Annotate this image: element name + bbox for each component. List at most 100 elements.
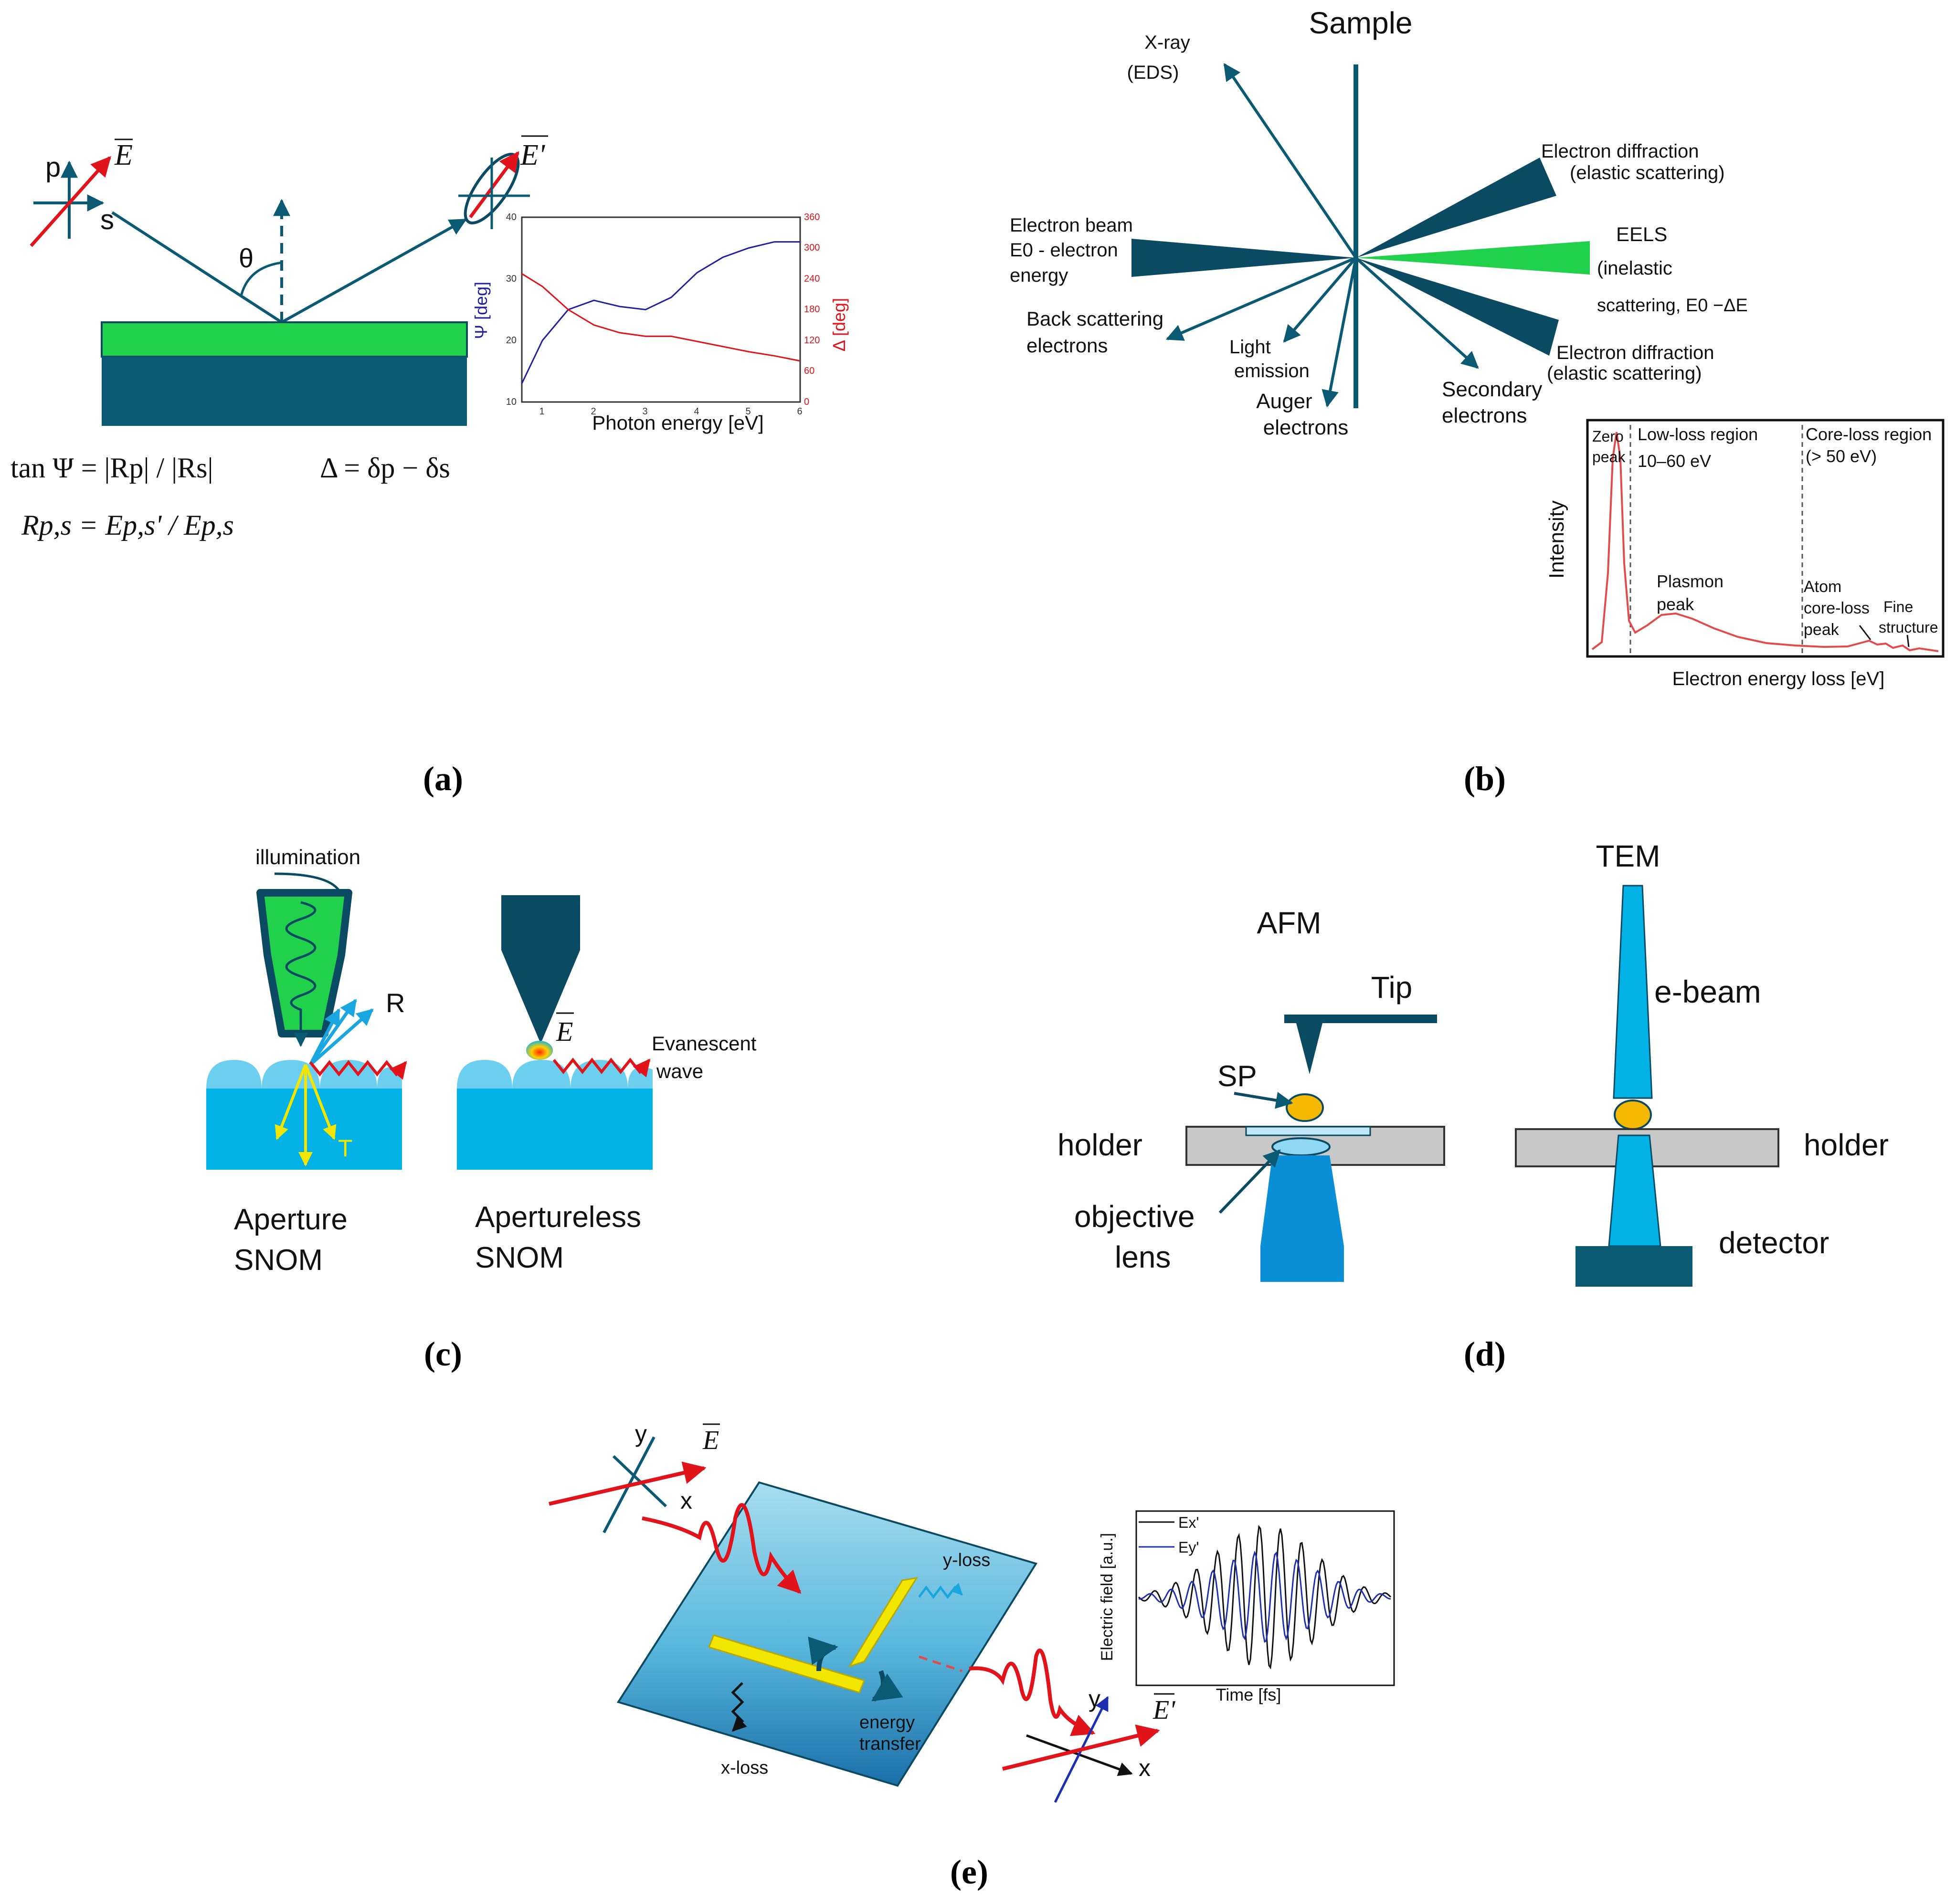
r-label: R	[386, 988, 405, 1018]
outgoing-y-label: y	[1089, 1685, 1100, 1712]
incoming-wave-packet	[642, 1503, 802, 1594]
eels-label-2: (inelastic	[1597, 258, 1672, 279]
afm-tip	[1296, 1023, 1322, 1074]
atom-label-2: core-loss	[1804, 599, 1870, 617]
objective-body	[1260, 1246, 1344, 1282]
x-tick-label: 3	[642, 406, 647, 417]
panel-d: AFM Tip SP holder objective lens TEM e-b…	[1057, 839, 1889, 1287]
y-left-tick-label: 40	[506, 212, 517, 222]
x-tick-label: 1	[539, 406, 544, 417]
ex-wave-line	[1138, 1524, 1392, 1670]
horizontal-nanorod	[708, 1634, 866, 1693]
ellipsometry-chart: 1 2 3 4 5 6 10 20 30 40 0 60 120 180 240…	[471, 212, 849, 434]
tem-particle	[1614, 1100, 1652, 1130]
incoming-field-arrow	[549, 1461, 707, 1506]
diffraction-top-cone	[1356, 158, 1556, 258]
objective-lens	[1260, 1155, 1344, 1246]
y-right-tick-label: 240	[804, 274, 820, 284]
atom-label-1: Atom	[1804, 578, 1841, 596]
backscatter-label-1: Back scattering	[1026, 307, 1163, 330]
coreloss-label-1: Core-loss region	[1806, 424, 1932, 444]
afm-title: AFM	[1257, 906, 1321, 940]
reflected-arrow	[309, 999, 357, 1066]
zero-label-2: peak	[1592, 448, 1626, 465]
y-right-tick-label: 120	[804, 335, 820, 346]
panel-e: y x E energy transfer y-loss x-loss y x …	[549, 1420, 1395, 1803]
outgoing-field-arrow	[1002, 1724, 1160, 1771]
evanescent-label-2: wave	[656, 1060, 703, 1082]
legend-ex: Ex'	[1178, 1514, 1199, 1531]
incident-ray	[111, 211, 283, 324]
pointer-line	[1906, 635, 1910, 647]
light-label-1: Light	[1229, 337, 1271, 358]
auger-label-1: Auger	[1256, 390, 1312, 413]
apertureless-label-2: SNOM	[475, 1241, 564, 1274]
y-right-tick-label: 0	[804, 397, 809, 407]
apertureless-sample	[457, 1060, 653, 1170]
p-label: p	[45, 152, 61, 183]
secondary-label-2: electrons	[1442, 404, 1527, 427]
reflected-arrow	[308, 1008, 341, 1066]
illumination-wave	[285, 901, 317, 1047]
chart-series-line-right	[521, 273, 801, 362]
backscatter-arrow	[1165, 256, 1357, 341]
beam-label-3: energy	[1010, 265, 1068, 286]
beam-label-2: E0 - electron	[1010, 240, 1118, 261]
coupling-arrow	[871, 1670, 903, 1702]
detector-label: detector	[1719, 1226, 1829, 1260]
plasmon-label-1: Plasmon	[1657, 571, 1723, 591]
x-tick-label: 4	[694, 406, 699, 417]
equation-r: Rp,s = Ep,s' / Ep,s	[21, 509, 234, 541]
spectrum-frame	[1586, 419, 1945, 658]
sp-pointer	[1234, 1091, 1293, 1109]
reflected-field-arrow	[469, 151, 519, 219]
transmitted-arrow	[304, 1064, 337, 1140]
light-label-2: emission	[1234, 360, 1310, 381]
outgoing-wave-packet	[969, 1649, 1096, 1736]
detector-block	[1575, 1246, 1692, 1287]
panel-c: illumination R T Aperture SNOM E Evanesc…	[206, 846, 757, 1277]
spectrum-y-label: Intensity	[1545, 500, 1568, 579]
holder-right-label: holder	[1804, 1128, 1889, 1162]
panel-b: Sample X-ray (EDS) Electron diffraction …	[1010, 6, 1945, 689]
yloss-label: y-loss	[943, 1550, 990, 1570]
x-loss-wave	[731, 1682, 747, 1732]
chart-x-label: Photon energy [eV]	[592, 412, 764, 434]
apertureless-tip	[501, 895, 580, 1041]
near-field-spot	[526, 1041, 553, 1060]
fine-label-1: Fine	[1883, 598, 1913, 615]
sp-label: SP	[1217, 1060, 1257, 1093]
chart-right-y-label: Δ [deg]	[829, 298, 849, 351]
outgoing-x-label: x	[1139, 1755, 1151, 1781]
chart-right-ticks: 0 60 120 180 240 300 360	[804, 212, 820, 407]
energy-label-1: energy	[859, 1713, 915, 1733]
panel-a-label: (a)	[423, 760, 463, 798]
eels-label-1: EELS	[1616, 223, 1667, 245]
spectrum-curve	[1591, 432, 1939, 652]
sample-title: Sample	[1309, 6, 1413, 40]
transmitted-arrow	[275, 1064, 307, 1140]
secondary-label-1: Secondary	[1442, 378, 1542, 401]
eds-label: (EDS)	[1127, 62, 1179, 83]
y-left-tick-label: 20	[506, 335, 517, 346]
backscatter-label-2: electrons	[1026, 334, 1108, 357]
e-prime-label: E'	[520, 139, 546, 171]
vertical-nanorod	[848, 1576, 919, 1668]
illumination-label: illumination	[255, 846, 360, 869]
evanescent-wave	[552, 1058, 651, 1078]
aperture-label-1: Aperture	[234, 1203, 348, 1236]
e-vector-label: E	[114, 139, 133, 171]
y-loss-wave	[918, 1583, 963, 1599]
ebeam-label: e-beam	[1654, 974, 1761, 1009]
y-left-tick-label: 10	[506, 397, 517, 407]
thin-film-layer	[101, 321, 468, 358]
xloss-label: x-loss	[721, 1758, 768, 1778]
secondary-arrow	[1354, 256, 1479, 369]
legend-ey: Ey'	[1178, 1539, 1199, 1556]
substrate-layer	[102, 357, 467, 426]
incoming-y-label: y	[635, 1420, 647, 1447]
x-tick-label: 5	[745, 406, 751, 417]
e-beam-column	[1613, 885, 1653, 1099]
lowloss-label-2: 10–60 eV	[1638, 451, 1711, 471]
atom-label-3: peak	[1804, 621, 1840, 639]
